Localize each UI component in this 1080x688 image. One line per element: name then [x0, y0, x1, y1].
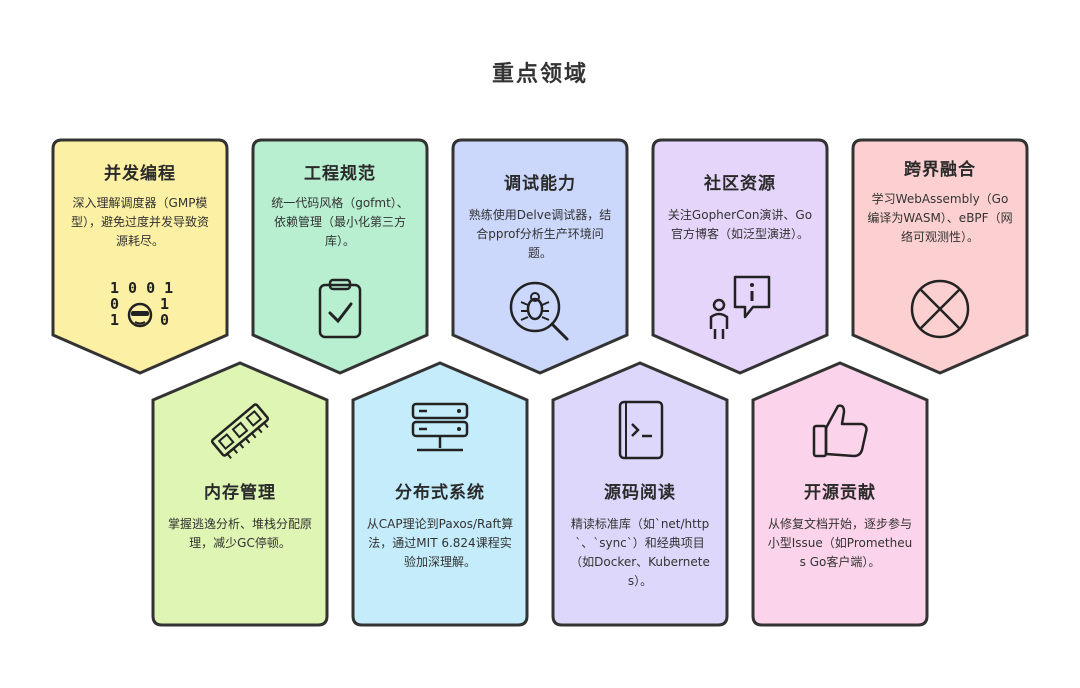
card-shape [251, 138, 429, 375]
card-description: 从修复文档开始，逐步参与小型Issue（如Prometheus Go客户端）。 [767, 517, 913, 569]
card-memory: 内存管理 掌握逃逸分析、堆栈分配原理，减少GC停顿。 [150, 360, 330, 628]
card-engineering: 工程规范 统一代码风格（gofmt）、依赖管理（最小化第三方库）。 [250, 137, 430, 377]
card-open-source: 开源贡献 从修复文档开始，逐步参与小型Issue（如Prometheus Go客… [750, 360, 930, 628]
svg-text:1: 1 [160, 295, 169, 313]
svg-text:0: 0 [110, 295, 119, 313]
card-distributed: 分布式系统 从CAP理论到Paxos/Raft算法，通过MIT 6.824课程实… [350, 360, 530, 628]
card-crossover: 跨界融合 学习WebAssembly（Go编译为WASM）、eBPF（网络可观测… [850, 137, 1030, 377]
card-source-reading: 源码阅读 精读标准库（如`net/http`、`sync`）和经典项目（如Doc… [550, 360, 730, 628]
bug-magnifier-icon [505, 277, 575, 347]
card-title: 并发编程 [104, 164, 176, 184]
card-shape [151, 361, 329, 627]
server-icon [405, 398, 475, 466]
card-description: 统一代码风格（gofmt）、依赖管理（最小化第三方库）。 [271, 196, 409, 248]
card-shape [751, 361, 929, 627]
svg-text:1: 1 [110, 311, 119, 329]
terminal-book-icon [610, 398, 670, 466]
memory-chip-icon [205, 398, 275, 466]
card-shape [651, 138, 829, 375]
thumbs-up-icon [808, 398, 872, 466]
card-title: 工程规范 [304, 164, 376, 184]
card-title: 社区资源 [704, 174, 776, 194]
card-title: 内存管理 [204, 483, 276, 503]
person-info-icon [705, 273, 775, 347]
card-shape [551, 361, 729, 627]
card-description: 从CAP理论到Paxos/Raft算法，通过MIT 6.824课程实验加深理解。 [366, 517, 514, 569]
binary-face-icon: 1 0 0 1 0 1 1 0 [105, 277, 175, 341]
card-debugging: 调试能力 熟练使用Delve调试器，结合pprof分析生产环境问题。 [450, 137, 630, 377]
card-title: 开源贡献 [804, 483, 876, 503]
card-community: 社区资源 关注GopherCon演讲、Go官方博客（如泛型演进）。 [650, 137, 830, 377]
card-shape [51, 138, 229, 375]
card-description: 学习WebAssembly（Go编译为WASM）、eBPF（网络可观测性）。 [867, 192, 1013, 244]
card-concurrency: 并发编程 深入理解调度器（GMP模型），避免过度并发导致资源耗尽。 1 0 0 … [50, 137, 230, 377]
card-description: 熟练使用Delve调试器，结合pprof分析生产环境问题。 [468, 208, 612, 260]
svg-text:1 0 0 1: 1 0 0 1 [110, 279, 173, 297]
card-description: 深入理解调度器（GMP模型），避免过度并发导致资源耗尽。 [70, 196, 209, 248]
card-title: 分布式系统 [395, 483, 485, 503]
card-shape [351, 361, 529, 627]
card-title: 跨界融合 [904, 160, 976, 180]
card-title: 调试能力 [504, 174, 576, 194]
card-description: 精读标准库（如`net/http`、`sync`）和经典项目（如Docker、K… [570, 517, 710, 588]
card-description: 关注GopherCon演讲、Go官方博客（如泛型演进）。 [667, 208, 813, 241]
crossed-circle-icon [908, 277, 972, 345]
clipboard-check-icon [310, 277, 370, 345]
card-shape [451, 138, 629, 375]
card-title: 源码阅读 [604, 483, 676, 503]
svg-text:0: 0 [160, 311, 169, 329]
diagram-title: 重点领域 [491, 62, 588, 87]
card-description: 掌握逃逸分析、堆栈分配原理，减少GC停顿。 [167, 517, 312, 550]
card-shape [851, 138, 1029, 375]
